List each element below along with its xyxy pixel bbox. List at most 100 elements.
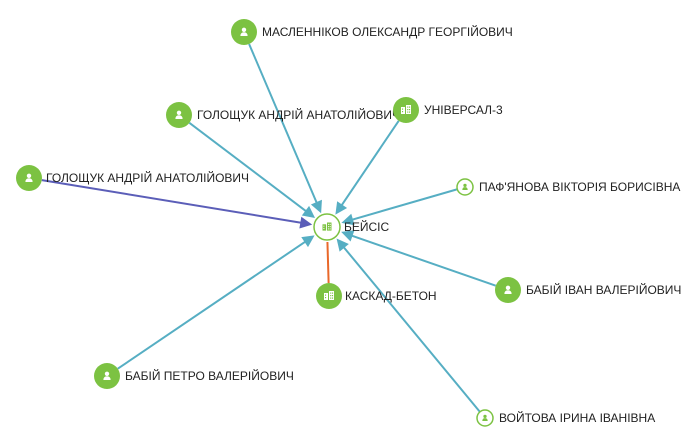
person-icon bbox=[504, 285, 512, 294]
edge-line bbox=[349, 233, 497, 287]
node-label: ВОЙТОВА ІРИНА ІВАНІВНА bbox=[499, 410, 655, 425]
person-icon bbox=[462, 183, 468, 190]
edge-arrowhead bbox=[341, 230, 355, 242]
person-icon-body bbox=[175, 115, 183, 119]
person-icon bbox=[482, 414, 488, 421]
edge-arrowhead bbox=[301, 235, 315, 248]
edge-line bbox=[349, 188, 458, 222]
edge-arrowhead bbox=[335, 201, 348, 215]
person-icon-body bbox=[462, 187, 468, 190]
node-pafianova[interactable]: ПАФ'ЯНОВА ВІКТОРІЯ БОРИСІВНА bbox=[456, 178, 680, 196]
building-icon bbox=[322, 222, 332, 231]
person-icon-head bbox=[176, 110, 182, 116]
building-icon-window bbox=[402, 108, 404, 110]
building-icon-block bbox=[322, 224, 327, 231]
building-icon-window bbox=[409, 111, 411, 113]
person-icon-head bbox=[463, 183, 467, 188]
person-icon bbox=[240, 27, 248, 36]
edge-voitova[interactable] bbox=[336, 238, 481, 413]
person-icon-body bbox=[504, 290, 512, 294]
edge-pafianova[interactable] bbox=[341, 188, 458, 226]
building-icon-window bbox=[409, 109, 411, 111]
building-icon-window bbox=[332, 292, 334, 294]
person-icon-head bbox=[483, 414, 487, 418]
building-icon-window bbox=[407, 106, 409, 108]
building-icon-window bbox=[328, 226, 330, 228]
person-icon-head bbox=[104, 371, 110, 376]
edge-line bbox=[188, 122, 309, 214]
building-icon-block bbox=[329, 291, 334, 300]
edge-kaskad-beton[interactable] bbox=[326, 241, 330, 284]
center-node[interactable]: БЕЙСІС bbox=[313, 213, 390, 241]
edge-arrowhead bbox=[341, 213, 355, 226]
building-icon-window bbox=[323, 227, 325, 229]
building-icon-window bbox=[328, 223, 330, 225]
node-maslennikov[interactable]: МАСЛЕННІКОВ ОЛЕКСАНДР ГЕОРГІЙОВИЧ bbox=[231, 19, 513, 45]
edge-arrowhead bbox=[299, 216, 313, 229]
node-label: БАБІЙ ІВАН ВАЛЕРІЙОВИЧ bbox=[526, 282, 681, 297]
node-universal-3[interactable]: УНІВЕРСАЛ-3 bbox=[393, 97, 503, 123]
node-circle bbox=[495, 277, 521, 303]
building-icon-window bbox=[409, 106, 411, 108]
edge-babii-petro[interactable] bbox=[117, 235, 315, 370]
building-icon-window bbox=[407, 109, 409, 111]
edge-arrowhead bbox=[310, 199, 322, 214]
node-label: УНІВЕРСАЛ-3 bbox=[424, 103, 503, 117]
person-icon-body bbox=[482, 418, 488, 421]
building-icon bbox=[401, 105, 411, 114]
edge-babii-ivan[interactable] bbox=[341, 230, 497, 287]
edge-holoshchuk-1[interactable] bbox=[188, 122, 316, 218]
building-icon-window bbox=[325, 294, 327, 296]
edge-maslennikov[interactable] bbox=[248, 43, 322, 214]
building-icon-window bbox=[330, 292, 332, 294]
node-circle bbox=[94, 363, 120, 389]
node-label: ПАФ'ЯНОВА ВІКТОРІЯ БОРИСІВНА bbox=[479, 180, 680, 194]
edge-holoshchuk-2[interactable] bbox=[41, 179, 313, 229]
building-icon-window bbox=[329, 223, 331, 225]
node-holoshchuk-2[interactable]: ГОЛОЩУК АНДРІЙ АНАТОЛІЙОВИЧ bbox=[16, 165, 249, 191]
edge-line bbox=[41, 179, 304, 225]
building-icon-window bbox=[323, 225, 325, 227]
building-icon-window bbox=[332, 295, 334, 297]
building-icon-block bbox=[401, 107, 405, 114]
node-circle bbox=[231, 19, 257, 45]
building-icon-window bbox=[330, 295, 332, 297]
node-voitova[interactable]: ВОЙТОВА ІРИНА ІВАНІВНА bbox=[476, 409, 655, 427]
edge-arrowhead bbox=[336, 238, 349, 252]
edge-universal-3[interactable] bbox=[335, 120, 400, 215]
edge-arrowhead bbox=[301, 205, 316, 218]
edge-line bbox=[341, 244, 481, 413]
node-babii-ivan[interactable]: БАБІЙ ІВАН ВАЛЕРІЙОВИЧ bbox=[495, 277, 681, 303]
node-kaskad-beton[interactable]: КАСКАД-БЕТОН bbox=[316, 283, 437, 309]
person-icon bbox=[175, 110, 183, 119]
node-label: МАСЛЕННІКОВ ОЛЕКСАНДР ГЕОРГІЙОВИЧ bbox=[262, 24, 513, 39]
node-label: БАБІЙ ПЕТРО ВАЛЕРІЙОВИЧ bbox=[125, 368, 294, 383]
building-icon-window bbox=[328, 228, 330, 230]
node-label: ГОЛОЩУК АНДРІЙ АНАТОЛІЙОВИЧ bbox=[46, 170, 249, 185]
building-icon-window bbox=[330, 297, 332, 299]
person-icon bbox=[103, 371, 111, 380]
person-icon-body bbox=[240, 32, 248, 36]
building-icon-window bbox=[402, 111, 404, 113]
building-icon-block bbox=[406, 105, 411, 114]
edge-line bbox=[248, 43, 319, 206]
node-babii-petro[interactable]: БАБІЙ ПЕТРО ВАЛЕРІЙОВИЧ bbox=[94, 363, 294, 389]
person-icon bbox=[25, 173, 33, 182]
edge-line bbox=[339, 120, 400, 208]
building-icon-window bbox=[325, 297, 327, 299]
person-icon-body bbox=[25, 178, 33, 182]
person-icon-head bbox=[241, 27, 247, 32]
edge-line bbox=[117, 239, 308, 370]
building-icon-block bbox=[327, 222, 332, 231]
node-label: КАСКАД-БЕТОН bbox=[345, 289, 437, 303]
edge-line bbox=[326, 241, 330, 284]
node-holoshchuk-1[interactable]: ГОЛОЩУК АНДРІЙ АНАТОЛІЙОВИЧ bbox=[166, 102, 400, 128]
person-icon-body bbox=[103, 376, 111, 380]
building-icon-window bbox=[407, 111, 409, 113]
person-icon-head bbox=[26, 173, 32, 178]
building-icon-window bbox=[332, 297, 334, 299]
building-icon-block bbox=[324, 293, 328, 300]
building-icon-window bbox=[329, 226, 331, 228]
person-icon-head bbox=[505, 285, 511, 290]
